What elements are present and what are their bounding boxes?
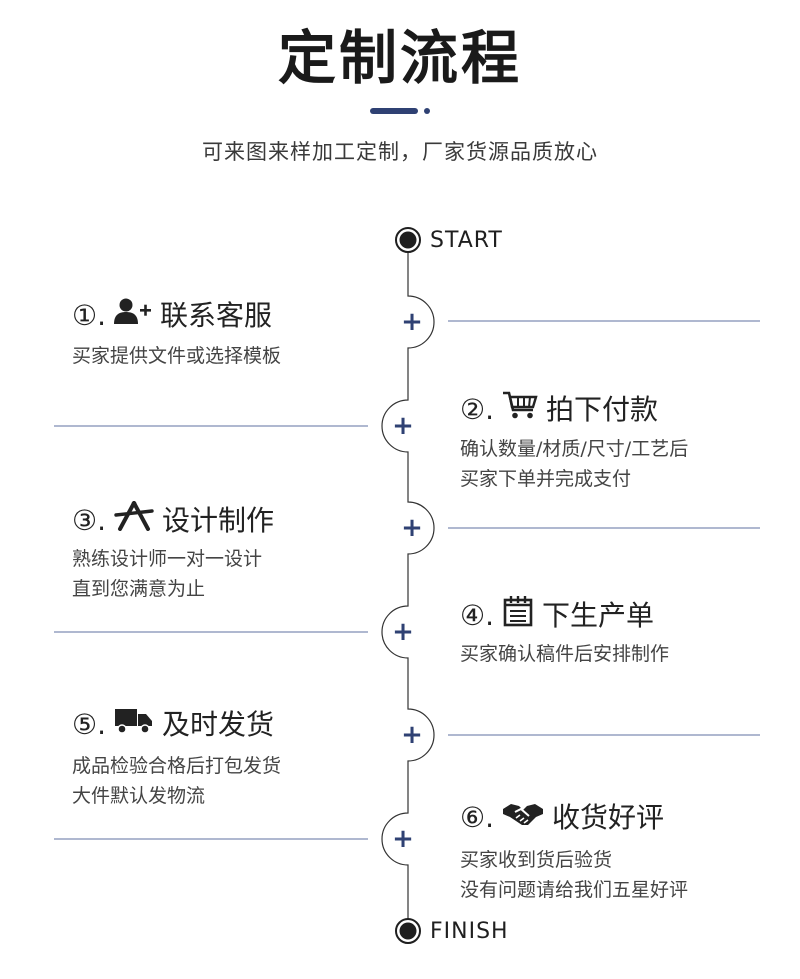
step-2-title: 拍下付款 — [546, 392, 659, 426]
step-5-title-row: ⑤. 及时发货 — [72, 706, 274, 743]
step-5-number: ⑤. — [72, 707, 107, 741]
title-underline — [370, 108, 418, 114]
step-6-desc-line-2: 没有问题请给我们五星好评 — [460, 879, 689, 901]
shopping-cart-icon — [502, 390, 538, 429]
step-1-desc-line-1: 买家提供文件或选择模板 — [72, 345, 282, 367]
step-4-desc-line-1: 买家确认稿件后安排制作 — [460, 643, 670, 665]
step-2-number: ②. — [460, 392, 495, 426]
page-title: 定制流程 — [277, 24, 522, 92]
step-3-title: 设计制作 — [162, 503, 275, 537]
step-3-desc-line-2: 直到您满意为止 — [72, 578, 206, 600]
step-3-number: ③. — [72, 503, 107, 537]
step-1-title: 联系客服 — [160, 298, 273, 332]
step-4-plus: + — [392, 617, 414, 647]
step-6-number: ⑥. — [460, 801, 495, 834]
step-1-plus: + — [401, 307, 423, 337]
notepad-icon — [502, 595, 534, 636]
step-2-desc-line-2: 买家下单并完成支付 — [460, 468, 632, 490]
step-4-number: ④. — [460, 598, 495, 632]
step-1-title-row: ①. 联系客服 — [72, 297, 272, 334]
step-5-desc-line-1: 成品检验合格后打包发货 — [72, 755, 282, 777]
design-tools-icon — [114, 501, 154, 540]
step-3-plus: + — [401, 513, 423, 543]
delivery-truck-icon — [114, 706, 154, 743]
start-label: START — [430, 228, 503, 253]
timeline-spine — [381, 252, 435, 920]
step-6-desc-line-1: 买家收到货后验货 — [460, 849, 613, 871]
start-marker-dot — [399, 231, 417, 249]
page-subtitle: 可来图来样加工定制，厂家货源品质放心 — [202, 140, 598, 164]
finish-label: FINISH — [430, 919, 509, 944]
step-5-plus: + — [401, 720, 423, 750]
step-3-desc-line-1: 熟练设计师一对一设计 — [72, 548, 263, 570]
step-6-title-row: ⑥. 收货好评 — [460, 800, 664, 836]
step-2-title-row: ②. 拍下付款 — [460, 390, 658, 429]
title-underline-dot — [424, 108, 430, 114]
step-1-number: ①. — [72, 298, 107, 332]
user-add-icon — [114, 297, 152, 334]
step-6-plus: + — [392, 824, 414, 854]
finish-marker-dot — [399, 922, 417, 940]
step-5-title: 及时发货 — [162, 707, 275, 741]
step-4-title-row: ④. 下生产单 — [460, 595, 654, 636]
step-6-title: 收货好评 — [552, 801, 665, 834]
handshake-icon — [502, 800, 544, 836]
step-5-desc-line-2: 大件默认发物流 — [72, 785, 206, 807]
step-3-title-row: ③. 设计制作 — [72, 501, 274, 540]
step-2-desc-line-1: 确认数量/材质/尺寸/工艺后 — [460, 438, 689, 460]
step-4-title: 下生产单 — [542, 598, 655, 632]
step-2-plus: + — [392, 411, 414, 441]
